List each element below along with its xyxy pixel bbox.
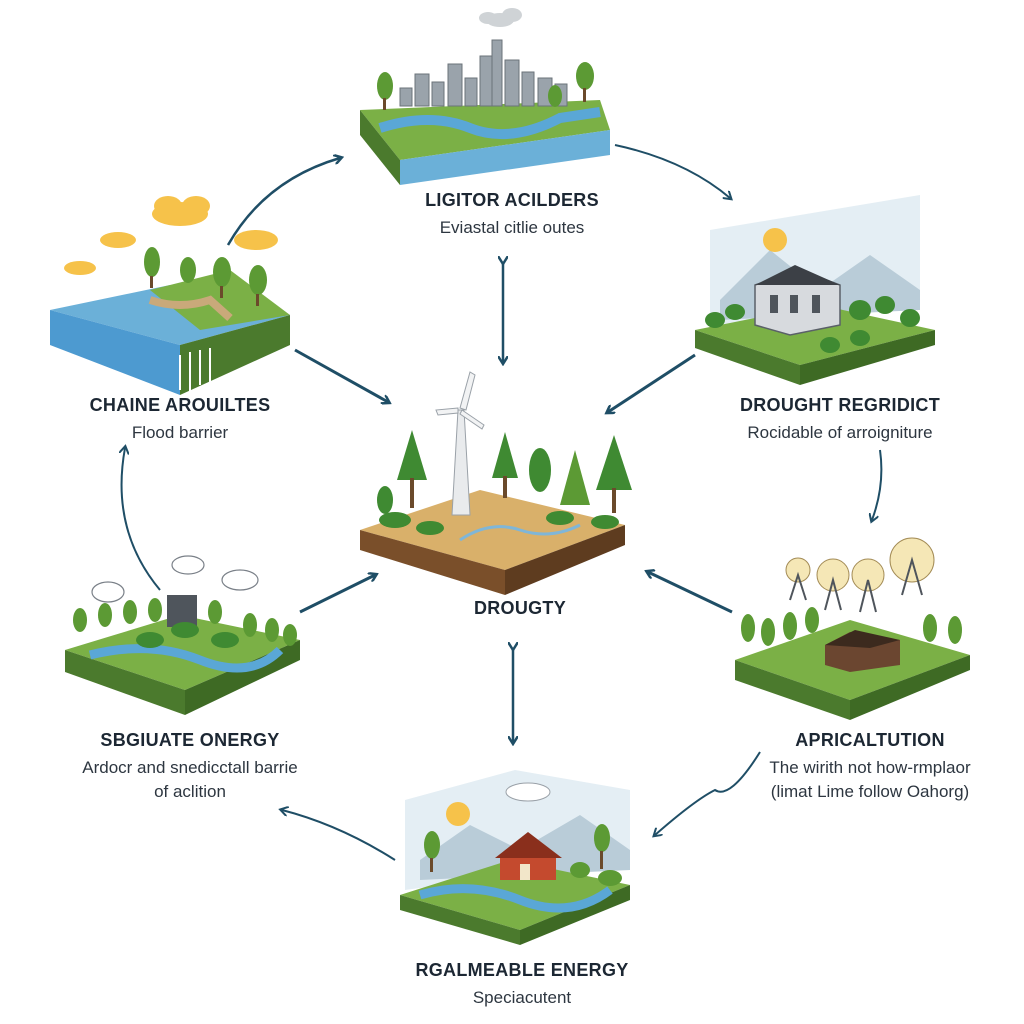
node-title: DROUGTY	[473, 598, 567, 618]
arrow-upperleft-to-center	[294, 348, 388, 402]
node-subtitle: Flood barrier	[131, 423, 229, 442]
node-subtitle: of aclition	[154, 782, 226, 801]
building-icon	[167, 595, 197, 627]
arrow-lowerright-to-center	[648, 572, 733, 614]
arrow-upperleft-to-top	[226, 158, 340, 246]
node-subtitle: Ardocr and snedicctall barrie	[82, 758, 298, 777]
node-subtitle: (limat Lime follow Oahorg)	[770, 782, 970, 801]
node-label-lower-left: SBGIUATE ONERGY Ardocr and snedicctall b…	[20, 730, 360, 803]
node-title: APRICALTUTION	[795, 730, 945, 750]
trees	[377, 62, 594, 110]
cloud-icon	[479, 8, 522, 27]
arrow-lowerleft-to-center	[299, 575, 375, 614]
node-subtitle: Speciacutent	[472, 988, 572, 1007]
arrow-upperright-to-center	[608, 353, 696, 412]
node-title: LIGITOR ACILDERS	[425, 190, 599, 210]
cloud-icon	[505, 782, 551, 802]
bulb-icon	[785, 537, 935, 592]
arrow-lowerright-to-bottom	[655, 751, 761, 835]
city-skyline	[399, 39, 568, 107]
building-icon	[754, 265, 841, 336]
arrow-bottom-to-lowerleft	[282, 810, 396, 861]
city-tile	[360, 8, 610, 185]
node-label-center: DROUGTY	[400, 598, 640, 619]
sun-icon	[446, 802, 470, 826]
node-label-bottom: RGALMEABLE ENERGY Speciacutent	[362, 960, 682, 1009]
node-label-lower-right: APRICALTUTION The wirith not how-rmplaor…	[720, 730, 1020, 803]
node-subtitle: Rocidable of arroigniture	[747, 423, 933, 442]
arrow-upperright-to-lowerright	[872, 449, 883, 520]
node-subtitle: The wirith not how-rmplaor	[769, 758, 971, 777]
wind-turbine-icon	[435, 371, 485, 516]
energy-forest-tile	[65, 555, 300, 715]
arrow-top-to-upperright	[614, 144, 730, 198]
sun-icon	[763, 228, 787, 252]
node-label-top: LIGITOR ACILDERS Eviastal citlie outes	[342, 190, 682, 239]
flood-barrier-tile	[50, 196, 290, 395]
pylon-icon	[789, 556, 923, 613]
node-subtitle: Eviastal citlie outes	[439, 218, 585, 237]
node-label-upper-left: CHAINE AROUILTES Flood barrier	[20, 395, 340, 444]
arrows	[122, 144, 883, 861]
drought-center-tile	[360, 371, 632, 595]
cloud-icon	[91, 555, 259, 603]
agriculture-tile	[735, 537, 970, 720]
barn-icon	[825, 630, 900, 672]
house-icon	[495, 832, 562, 880]
arrow-lowerleft-to-upperleft	[122, 448, 161, 591]
cloud-icon	[64, 196, 278, 275]
node-title: SBGIUATE ONERGY	[100, 730, 280, 750]
renewable-house-tile	[400, 770, 630, 945]
drought-building-tile	[695, 195, 935, 385]
node-title: RGALMEABLE ENERGY	[415, 960, 629, 980]
node-title: DROUGHT REGRIDICT	[739, 395, 941, 415]
node-label-upper-right: DROUGHT REGRIDICT Rocidable of arroignit…	[660, 395, 1020, 444]
node-title: CHAINE AROUILTES	[89, 395, 271, 415]
